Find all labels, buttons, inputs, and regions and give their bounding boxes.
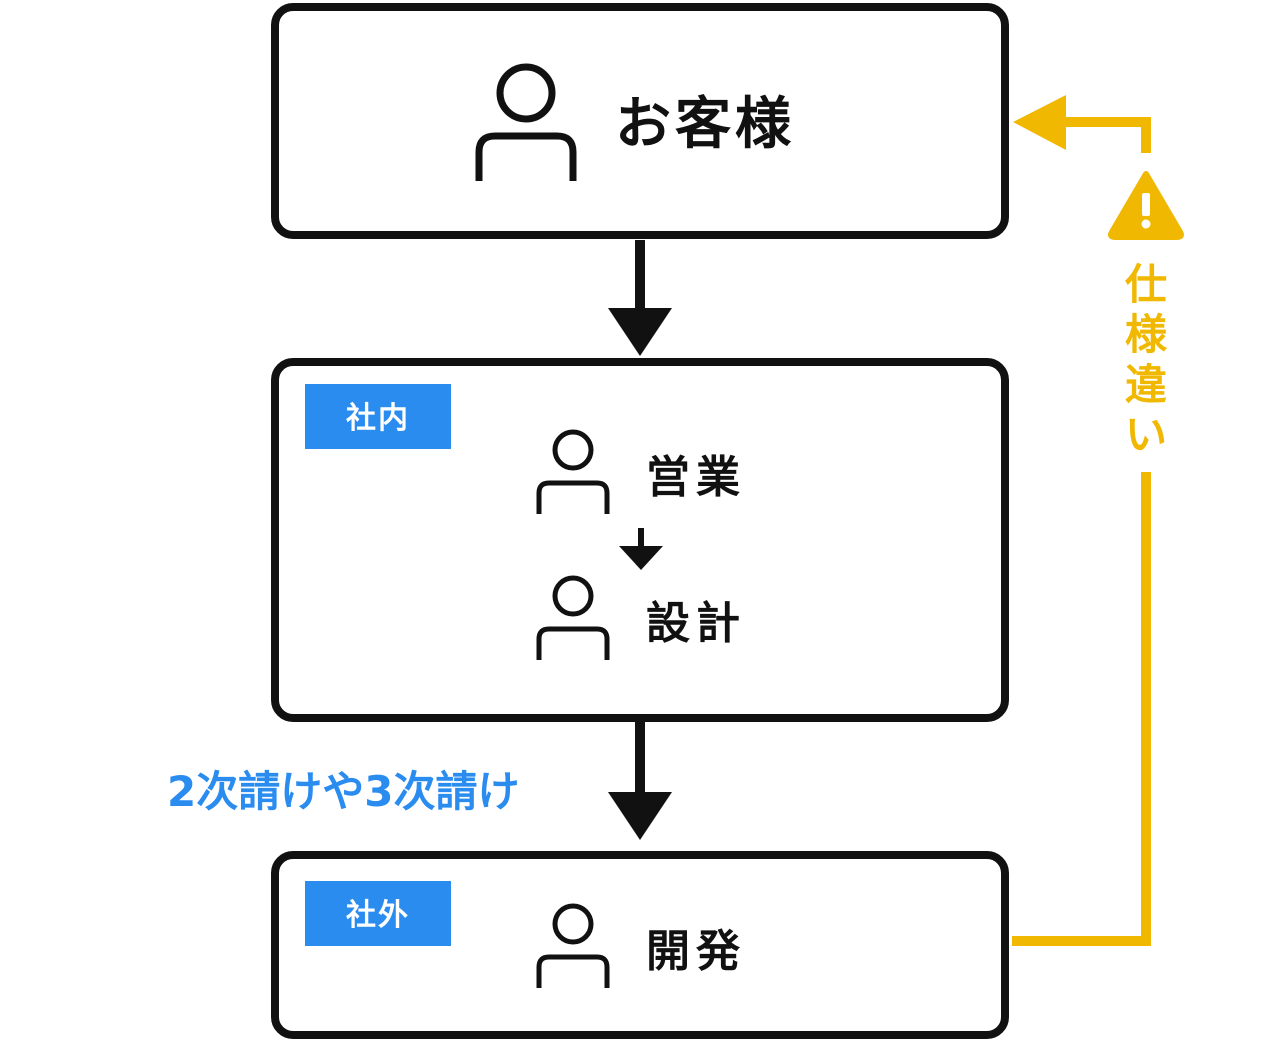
sales-person-icon [536,429,610,514]
dev-label: 開発 [646,926,746,977]
arrow-customer-to-internal [608,240,672,356]
arrow-internal-to-external [608,722,672,840]
subcontract-note: 2次請けや3次請け [167,767,519,816]
feedback-label-char: 仕 [1125,260,1167,309]
customer-box: お客様 [271,3,1009,239]
external-box: 社外 開発 [271,851,1009,1039]
warning-icon [1108,171,1184,240]
sales-label: 営業 [646,452,746,503]
external-tag-label: 社外 [346,898,410,933]
customer-person-icon [475,63,577,181]
external-tag [305,881,451,946]
arrow-sales-to-design [619,528,663,570]
internal-tag [305,384,451,449]
internal-tag-label: 社内 [346,401,410,436]
feedback-path [1012,117,1151,946]
feedback-label: 仕 様 違 い [1125,260,1168,459]
design-label: 設計 [646,598,746,649]
feedback-label-char: 様 [1125,310,1168,359]
customer-label: お客様 [615,92,795,157]
internal-box: 社内 営業 設計 [271,358,1009,722]
feedback-arrowhead [1013,95,1066,150]
feedback-label-char: 違 [1125,360,1167,409]
feedback-label-char: い [1125,410,1167,459]
dev-person-icon [536,903,610,988]
design-person-icon [536,575,610,660]
